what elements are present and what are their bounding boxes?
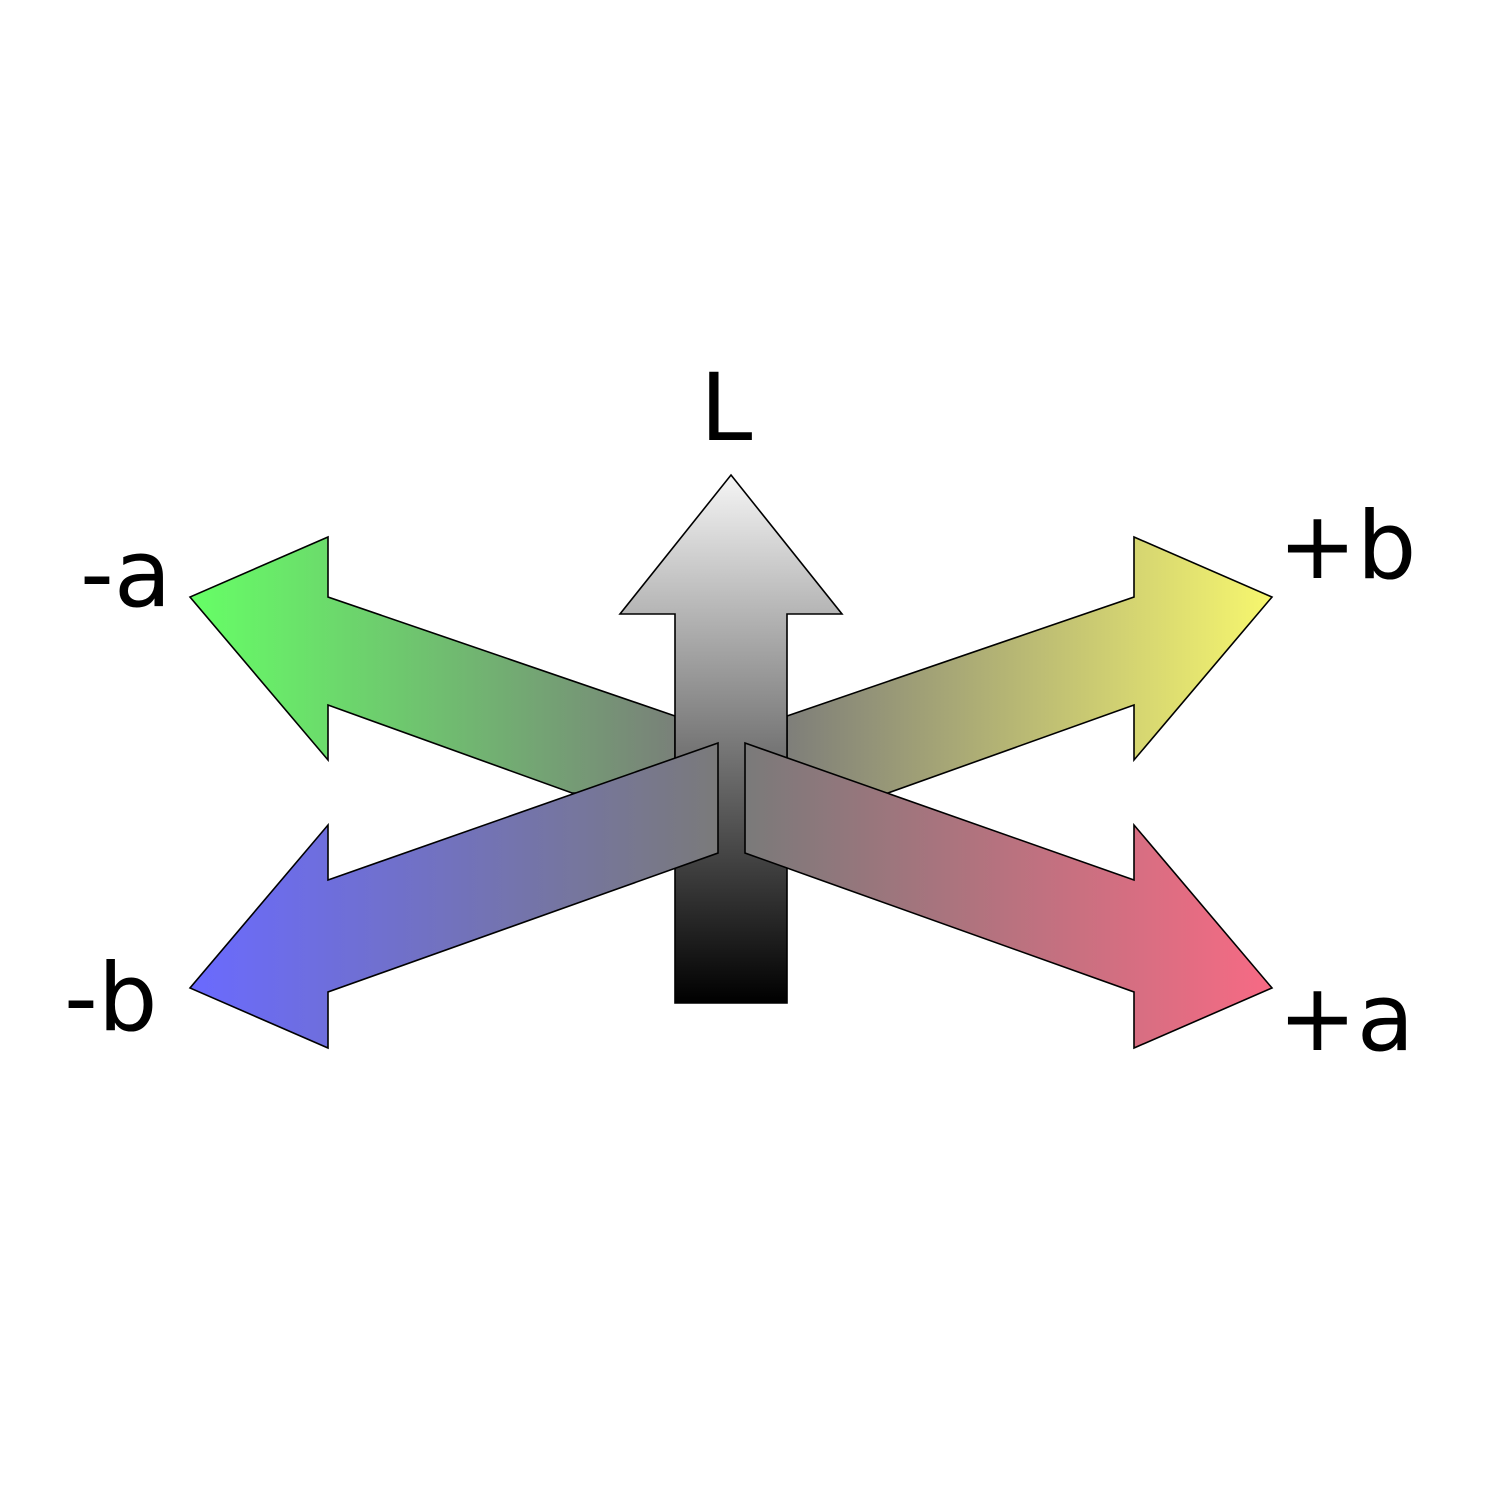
minus-a-axis-arrow bbox=[188, 535, 676, 794]
minus-a-axis-label: -a bbox=[80, 520, 172, 629]
lightness-axis-arrow bbox=[618, 473, 844, 1004]
plus-a-axis-label: +a bbox=[1278, 964, 1415, 1073]
minus-b-axis-label: -b bbox=[64, 944, 158, 1053]
lightness-axis-label: L bbox=[700, 354, 753, 463]
minus-b-axis-arrow bbox=[188, 741, 719, 1050]
plus-a-axis-arrow bbox=[744, 741, 1274, 1050]
plus-b-axis-arrow bbox=[786, 535, 1274, 794]
plus-b-axis-label: +b bbox=[1278, 492, 1417, 601]
